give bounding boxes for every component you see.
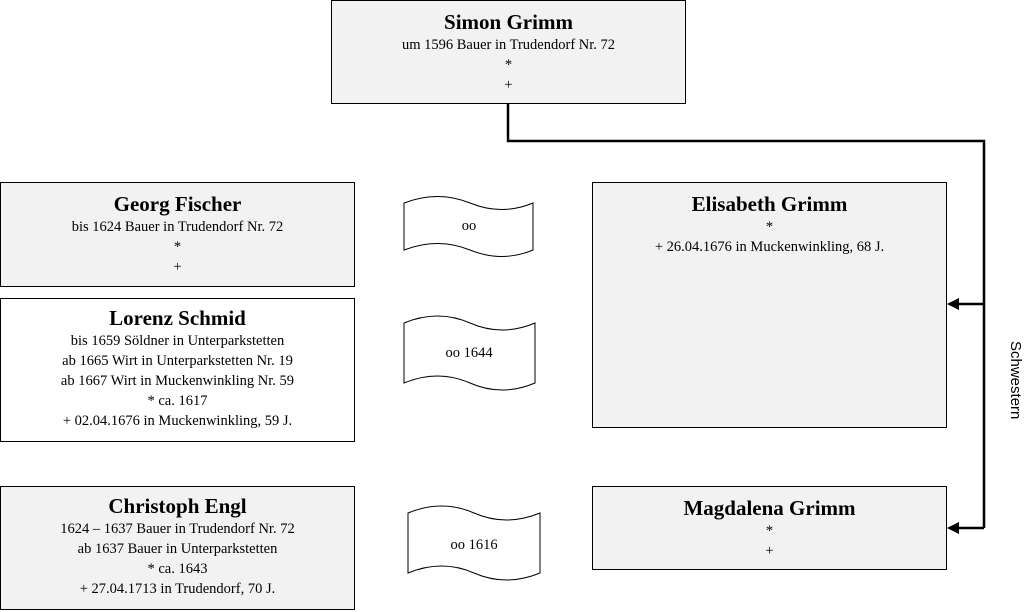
person-detail: * — [765, 523, 774, 539]
person-name: Magdalena Grimm — [683, 496, 856, 520]
person-detail: + 02.04.1676 in Muckenwinkling, 59 J. — [62, 413, 293, 429]
person-detail: + 26.04.1676 in Muckenwinkling, 68 J. — [654, 239, 885, 255]
arrowhead-elisabeth-icon — [947, 298, 959, 310]
person-detail: ab 1637 Bauer in Unterparkstetten — [77, 541, 278, 557]
person-box-elisabeth-grimm: Elisabeth Grimm * + 26.04.1676 in Mucken… — [592, 182, 947, 428]
person-box-lorenz-schmid: Lorenz Schmid bis 1659 Söldner in Unterp… — [0, 298, 355, 442]
person-detail: * ca. 1643 — [147, 561, 208, 577]
parent-connector-line — [506, 103, 986, 528]
person-detail: * ca. 1617 — [147, 393, 208, 409]
marriage-label: oo 1616 — [450, 537, 498, 553]
person-name: Simon Grimm — [444, 10, 573, 34]
person-detail: bis 1659 Söldner in Unterparkstetten — [70, 333, 285, 349]
person-detail: bis 1624 Bauer in Trudendorf Nr. 72 — [71, 219, 284, 235]
person-box-simon-grimm: Simon Grimm um 1596 Bauer in Trudendorf … — [331, 0, 686, 104]
person-detail: * — [504, 57, 513, 73]
marriage-label: oo 1644 — [445, 345, 493, 361]
person-detail: + 27.04.1713 in Trudendorf, 70 J. — [79, 581, 276, 597]
marriage-label: oo — [461, 218, 477, 234]
person-name: Georg Fischer — [113, 192, 242, 216]
person-detail: * — [765, 219, 774, 235]
arrowhead-magdalena-icon — [947, 522, 959, 534]
person-detail: ab 1665 Wirt in Unterparkstetten Nr. 19 — [62, 353, 293, 369]
person-box-christoph-engl: Christoph Engl 1624 – 1637 Bauer in Trud… — [0, 486, 355, 610]
person-detail: um 1596 Bauer in Trudendorf Nr. 72 — [401, 37, 616, 53]
person-detail: + — [765, 543, 774, 559]
person-detail: * — [173, 239, 182, 255]
person-detail: ab 1667 Wirt in Muckenwinkling Nr. 59 — [60, 373, 295, 389]
marriage-ribbon-2 — [403, 315, 536, 391]
person-detail: 1624 – 1637 Bauer in Trudendorf Nr. 72 — [60, 521, 295, 537]
marriage-ribbon-3 — [407, 505, 541, 581]
person-box-magdalena-grimm: Magdalena Grimm * + — [592, 486, 947, 570]
person-name: Elisabeth Grimm — [691, 192, 848, 216]
person-name: Lorenz Schmid — [109, 306, 246, 330]
sibling-label: Schwestern — [1007, 341, 1024, 420]
person-box-georg-fischer: Georg Fischer bis 1624 Bauer in Trudendo… — [0, 182, 355, 287]
person-name: Christoph Engl — [108, 494, 247, 518]
marriage-ribbon-1 — [403, 196, 534, 257]
person-detail: + — [504, 77, 513, 93]
person-detail: + — [173, 259, 182, 275]
